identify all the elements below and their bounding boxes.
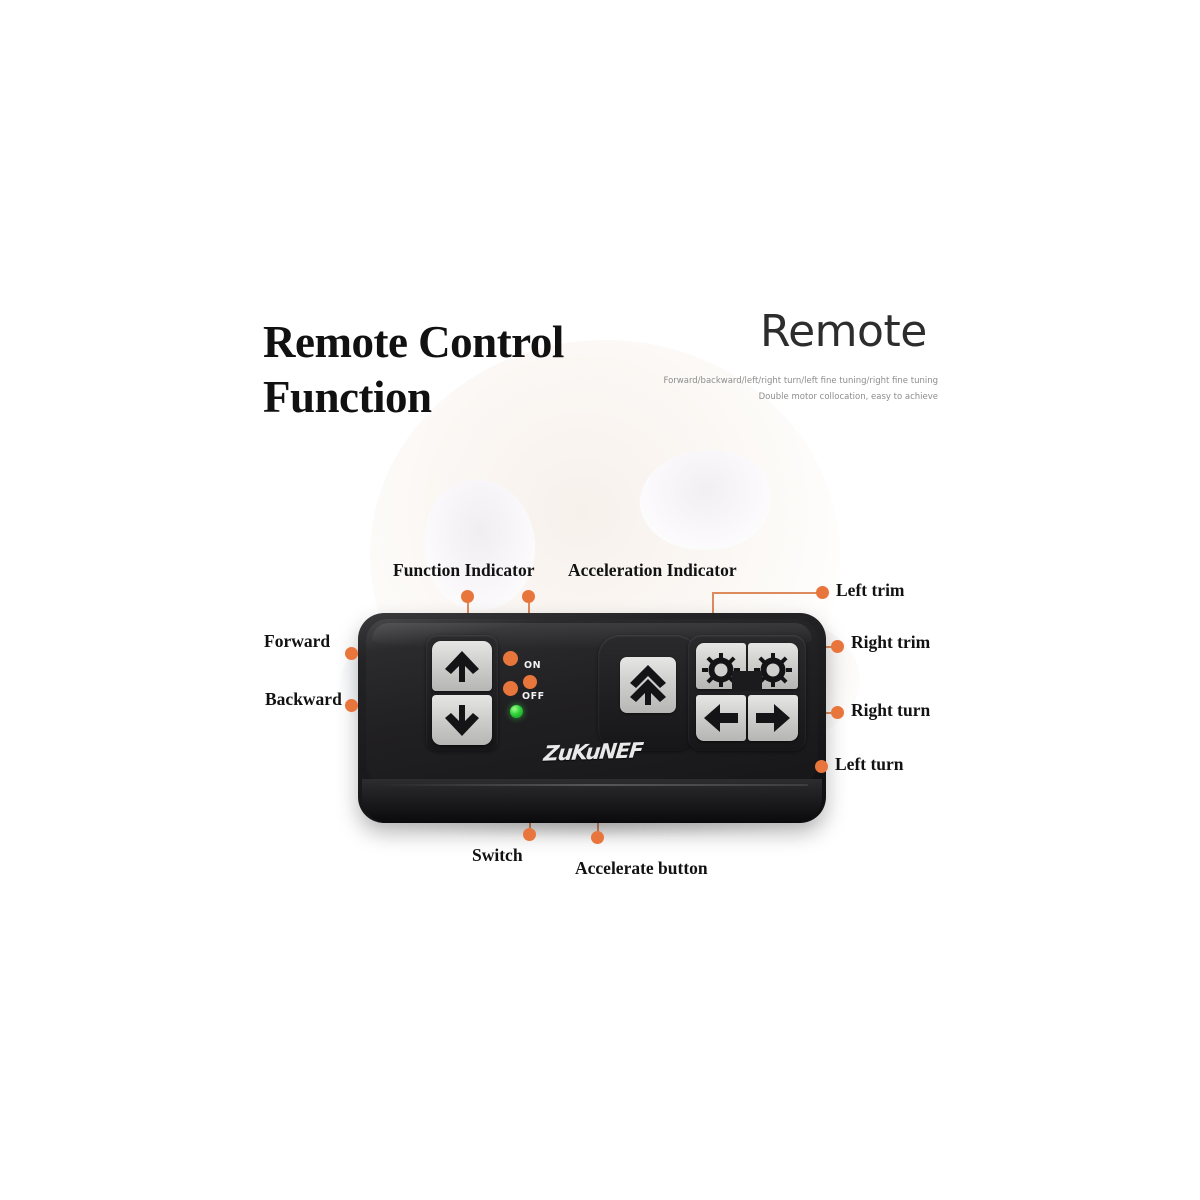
power-led: [510, 705, 523, 718]
callout-label-left-trim: Left trim: [836, 580, 905, 600]
callout-label-right-trim: Right trim: [851, 632, 931, 652]
callout-dot-switch: [523, 828, 536, 841]
function-indicator-led: [503, 651, 518, 666]
feature-subtext-line2: Double motor collocation, easy to achiev…: [758, 391, 938, 402]
callout-dot-forward: [345, 647, 358, 660]
right-turn-button[interactable]: [748, 695, 798, 741]
backward-down-arrow-icon: [445, 705, 479, 736]
double-chevron-up-icon: [630, 665, 666, 705]
feature-subtext-line1: Forward/backward/left/right turn/left fi…: [663, 376, 939, 386]
secondary-heading: Remote: [760, 306, 927, 357]
callout-label-function-indicator: Function Indicator: [393, 560, 535, 580]
page-title-line1: Remote Control: [263, 317, 564, 367]
callout-label-accelerate-button: Accelerate button: [575, 858, 708, 878]
backward-button[interactable]: [432, 695, 492, 745]
feature-subtext: Forward/backward/left/right turn/left fi…: [628, 374, 939, 405]
connector-left-trim-h: [712, 592, 822, 594]
callout-label-forward: Forward: [264, 631, 331, 651]
direction-trim-pad: [688, 635, 806, 751]
callout-label-switch: Switch: [472, 845, 523, 865]
callout-dot-left-turn: [815, 760, 828, 773]
callout-label-acceleration-indicator: Acceleration Indicator: [568, 560, 737, 580]
brand-logo: ZuKuNEF: [542, 738, 644, 766]
callout-dot-right-trim: [831, 640, 844, 653]
switch-on-label: ON: [524, 660, 542, 671]
connector-function-indicator-v1: [467, 596, 469, 625]
accelerate-button[interactable]: [620, 657, 676, 713]
page-title: Remote Control Function: [263, 315, 683, 425]
gear-icon: [702, 653, 740, 687]
page-title-line2: Function: [263, 371, 432, 422]
left-turn-button[interactable]: [696, 695, 746, 741]
pad-notch-right: [746, 671, 762, 691]
device-front-edge: [362, 779, 822, 823]
forward-button[interactable]: [432, 641, 492, 691]
gear-icon: [754, 653, 792, 687]
forward-up-arrow-icon: [445, 651, 479, 682]
acceleration-indicator-led: [503, 681, 518, 696]
remote-control-device: ON OFF: [358, 613, 826, 823]
callout-dot-right-turn: [831, 706, 844, 719]
callout-dot-accelerate-button: [591, 831, 604, 844]
callout-label-right-turn: Right turn: [851, 700, 931, 720]
accelerate-pad: [598, 635, 698, 751]
pad-notch-left: [732, 671, 748, 691]
callout-dot-acceleration-indicator: [522, 590, 535, 603]
arrow-right-icon: [756, 704, 790, 732]
switch-off-label: OFF: [522, 691, 545, 702]
callout-label-left-turn: Left turn: [835, 754, 904, 774]
right-trim-button[interactable]: [748, 643, 798, 689]
callout-dot-function-indicator: [461, 590, 474, 603]
callout-dot-backward: [345, 699, 358, 712]
arrow-left-icon: [704, 704, 738, 732]
callout-label-backward: Backward: [265, 689, 342, 709]
forward-backward-pad: [426, 635, 498, 751]
power-switch-toggle[interactable]: [523, 675, 537, 689]
callout-dot-left-trim: [816, 586, 829, 599]
